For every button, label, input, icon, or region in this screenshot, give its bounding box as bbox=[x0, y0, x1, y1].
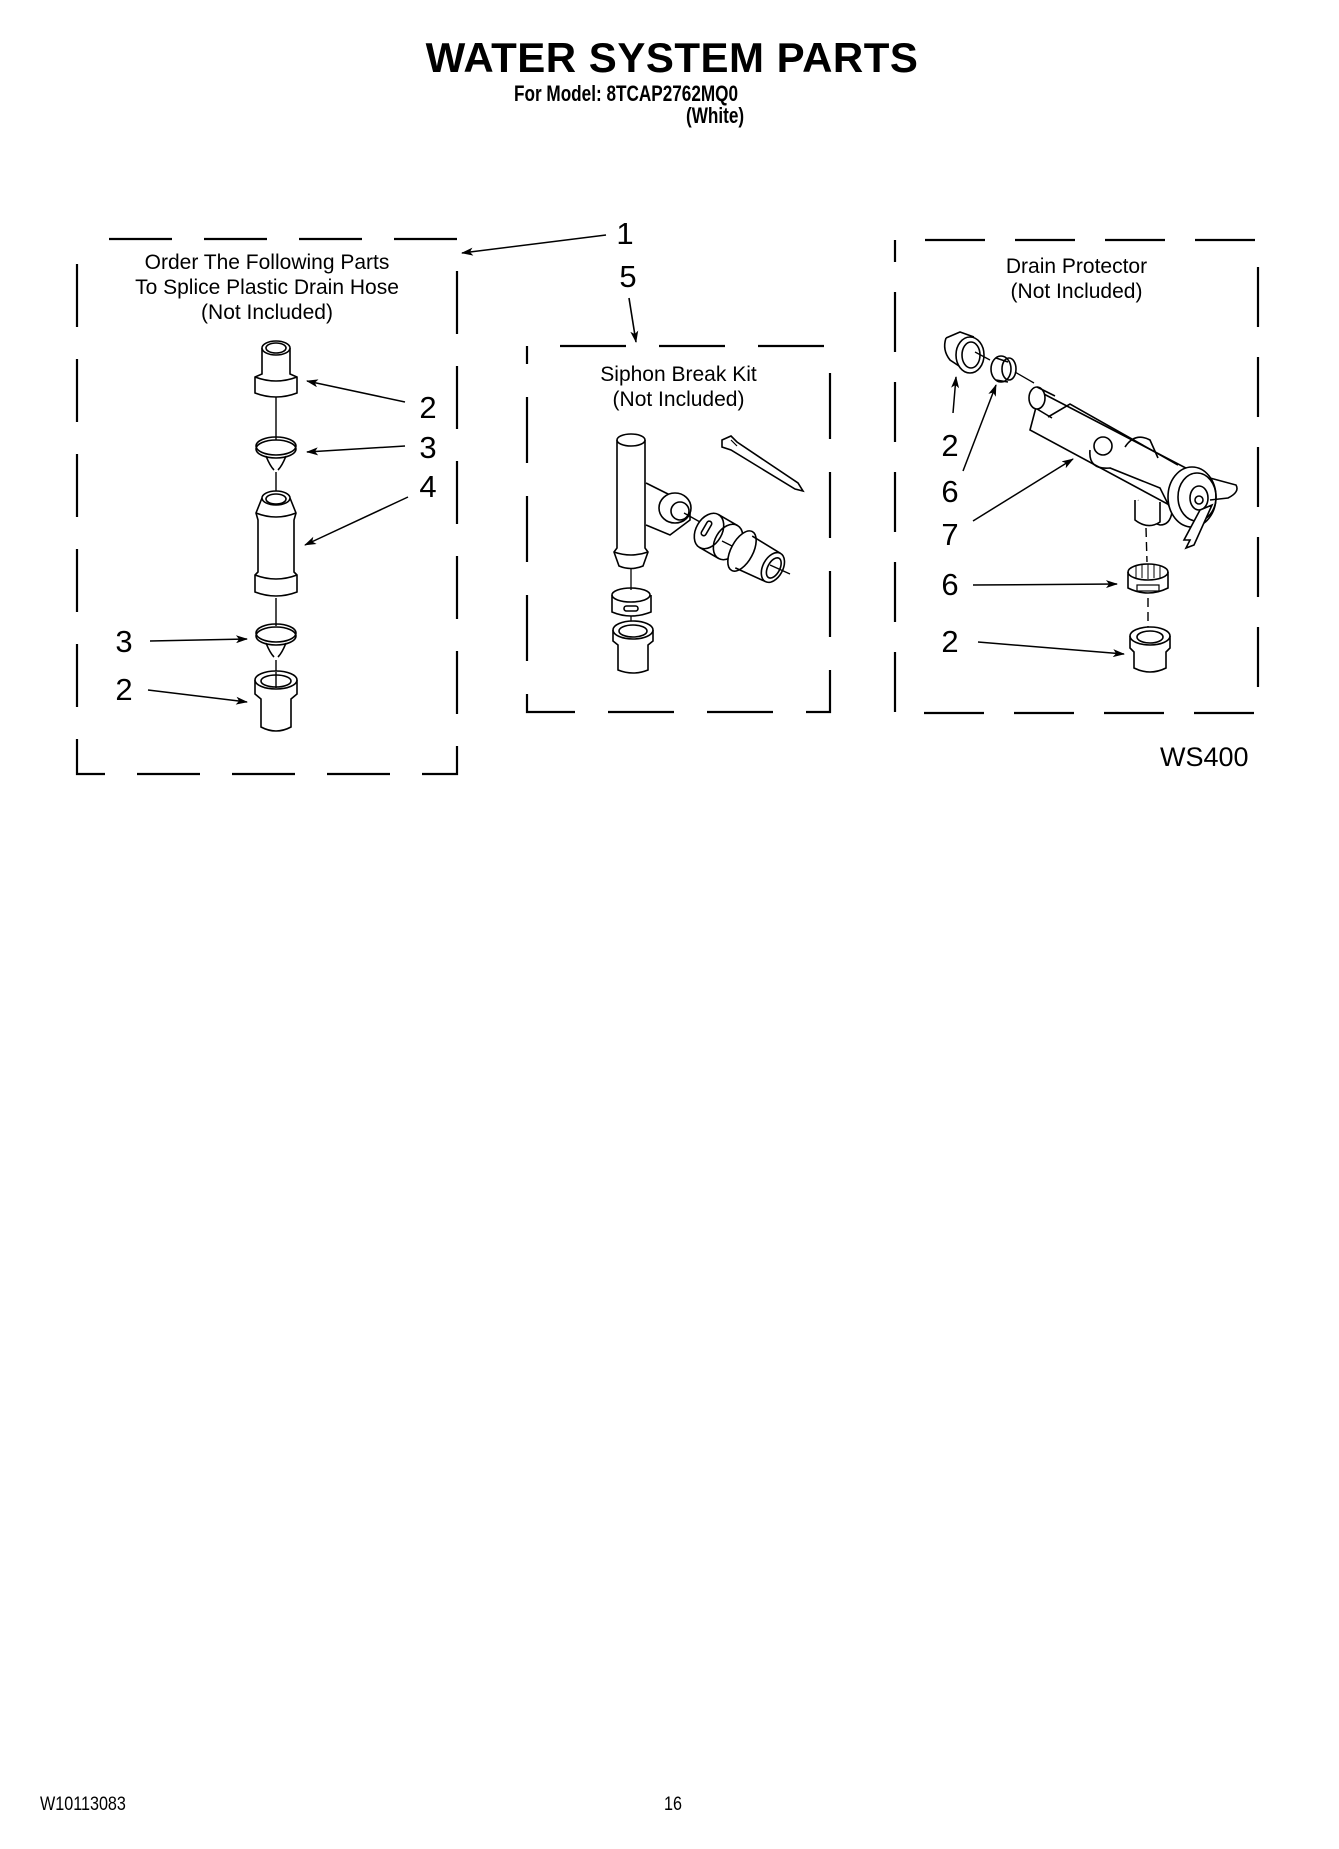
siphon-kit-label: Siphon Break Kit (Not Included) bbox=[527, 362, 830, 412]
splice-kit-label-line2: To Splice Plastic Drain Hose bbox=[135, 276, 399, 299]
splice-parts bbox=[254, 340, 298, 732]
splice-kit-label-line1: Order The Following Parts bbox=[144, 251, 390, 274]
siphon-kit-label-line2: (Not Included) bbox=[612, 388, 745, 411]
splice-kit-frame bbox=[75, 237, 459, 776]
siphon-kit-label-line1: Siphon Break Kit bbox=[600, 363, 757, 386]
drain-protector-parts bbox=[943, 331, 1238, 673]
splice-callout-arrows bbox=[147, 379, 409, 705]
callout-5-arrow bbox=[628, 297, 639, 343]
page-title: WATER SYSTEM PARTS bbox=[425, 34, 919, 81]
document-number: W10113083 bbox=[40, 1794, 126, 1815]
callout-2-lower-coupling: 2 bbox=[941, 624, 959, 659]
figure-code: WS400 bbox=[1160, 742, 1249, 772]
drain-protector-label-line1: Drain Protector bbox=[1005, 255, 1148, 278]
model-number: For Model: 8TCAP2762MQ0 bbox=[514, 81, 739, 106]
callout-1: 1 bbox=[616, 216, 634, 251]
callout-2-end-cap: 2 bbox=[941, 428, 959, 463]
drain-protector-frame bbox=[893, 238, 1260, 715]
callout-5: 5 bbox=[619, 259, 637, 294]
callout-7-drain-protector: 7 bbox=[941, 517, 959, 552]
callout-3-bottom-clamp: 3 bbox=[115, 624, 133, 659]
callout-2-top-coupling: 2 bbox=[419, 390, 437, 425]
splice-kit-label-line3: (Not Included) bbox=[201, 301, 333, 324]
callout-6-lower-clamp: 6 bbox=[941, 567, 959, 602]
callout-2-bottom-coupling: 2 bbox=[115, 672, 133, 707]
model-color: (White) bbox=[686, 103, 745, 128]
splice-kit-label: Order The Following Parts To Splice Plas… bbox=[77, 250, 457, 325]
siphon-parts bbox=[611, 433, 805, 674]
callout-1-arrow bbox=[461, 234, 607, 256]
siphon-kit-frame bbox=[525, 344, 832, 714]
drain-protector-label-line2: (Not Included) bbox=[1010, 280, 1143, 303]
callout-4-connector: 4 bbox=[419, 469, 437, 504]
callout-6-small-clamp: 6 bbox=[941, 474, 959, 509]
drain-callout-arrows bbox=[951, 376, 1125, 658]
page-number: 16 bbox=[664, 1794, 682, 1815]
drain-protector-label: Drain Protector (Not Included) bbox=[895, 254, 1258, 304]
callout-3-top-clamp: 3 bbox=[419, 430, 437, 465]
